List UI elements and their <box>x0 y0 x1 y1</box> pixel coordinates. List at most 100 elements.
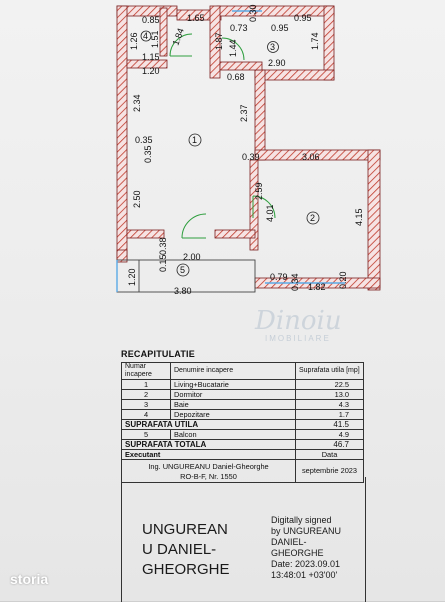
signature-name-line: U DANIEL- <box>142 541 217 558</box>
row-name: Baie <box>170 399 296 410</box>
balcony-name: Balcon <box>170 429 296 440</box>
row-name: Dormitor <box>170 389 296 400</box>
dim-015: 0.15 <box>158 254 168 272</box>
signature-name-line: GHEORGHE <box>142 561 230 578</box>
dim-top-030: 0.30 <box>248 4 258 22</box>
signature-area <box>121 477 366 602</box>
useful-area-row: SUPRAFATA UTILA 41.5 <box>121 419 364 430</box>
dim-184: 1.84 <box>170 27 185 47</box>
dim-120b: 1.20 <box>127 268 137 286</box>
digital-signature-line: Date: 2023.09.01 <box>271 559 341 569</box>
recap-row: 4 Depozitare 1.7 <box>121 409 364 420</box>
room-marker-2 <box>306 211 320 225</box>
dim-115: 1.15 <box>142 52 160 62</box>
room-markers <box>140 30 320 277</box>
recap-row: 1 Living+Bucatarie 22.5 <box>121 379 364 390</box>
useful-area-label: SUPRAFATA UTILA <box>121 419 296 430</box>
row-name: Depozitare <box>170 409 296 420</box>
dim-035b: 0.35 <box>143 145 153 163</box>
dim-073: 0.73 <box>230 23 248 33</box>
row-area: 13.0 <box>295 389 364 400</box>
dim-039: 0.39 <box>242 152 260 162</box>
room-number-4: 4 <box>143 31 148 41</box>
date-value: septembrie 2023 <box>295 459 364 483</box>
engineer-registry: RO-B-F, Nr. 1550 <box>180 472 237 481</box>
room-marker-3 <box>267 41 279 53</box>
header-number: Numar incapere <box>121 362 171 380</box>
date-label: Data <box>295 449 364 460</box>
executant-row: Executant Data <box>121 449 364 460</box>
useful-area-value: 41.5 <box>295 419 364 430</box>
dim-126: 1.26 <box>129 32 139 50</box>
digital-signature-line: Digitally signed <box>271 515 332 525</box>
doors <box>169 33 276 239</box>
dim-034: 0.34 <box>290 273 300 291</box>
room-numbers: 1 2 3 4 5 <box>143 31 315 275</box>
dim-079: 0.79 <box>270 272 288 282</box>
dim-290: 2.90 <box>268 58 286 68</box>
windows <box>116 10 345 292</box>
signature-name-line: UNGUREAN <box>142 521 228 538</box>
dim-151: 1.51 <box>150 30 160 48</box>
recap-row: 3 Baie 4.3 <box>121 399 364 410</box>
digital-signature-line: 13:48:01 +03'00' <box>271 570 338 580</box>
dim-250: 2.50 <box>132 190 142 208</box>
row-number: 3 <box>121 399 171 410</box>
agency-watermark-subtitle: IMOBILIARE <box>265 334 331 343</box>
dim-415: 4.15 <box>354 208 364 226</box>
dim-401: 4.01 <box>265 204 275 222</box>
digital-signature-line: DANIEL- <box>271 537 307 547</box>
dim-306: 3.06 <box>302 152 320 162</box>
balcony-area: 4.9 <box>295 429 364 440</box>
dim-068: 0.68 <box>227 72 245 82</box>
room-marker-5 <box>176 263 190 277</box>
dim-237: 2.37 <box>239 104 249 122</box>
digital-signature-text: Digitally signed by UNGUREANU DANIEL- GH… <box>271 515 366 581</box>
balcony-number: 5 <box>121 429 171 440</box>
dim-120a: 1.20 <box>142 66 160 76</box>
storia-logo: storia <box>10 571 49 587</box>
row-area: 22.5 <box>295 379 364 390</box>
dim-182: 1.82 <box>308 282 326 292</box>
dim-038: 0.38 <box>158 237 168 255</box>
dim-095b: 0.95 <box>271 23 289 33</box>
total-area-value: 46.7 <box>295 439 364 450</box>
row-area: 1.7 <box>295 409 364 420</box>
header-area: Suprafata utila [mp] <box>295 362 364 380</box>
dim-020: 0.20 <box>338 271 348 289</box>
total-area-label: SUPRAFATA TOTALA <box>121 439 296 450</box>
row-name: Living+Bucatarie <box>170 379 296 390</box>
row-number: 4 <box>121 409 171 420</box>
digital-signature-line: by UNGUREANU <box>271 526 342 536</box>
dim-top-165: 1.65 <box>187 13 205 23</box>
dim-144: 1.44 <box>228 39 238 57</box>
digital-signature-line: GHEORGHE <box>271 548 324 558</box>
agency-watermark-logo: Dinoiu <box>255 306 342 336</box>
room-number-2: 2 <box>310 213 315 223</box>
dim-174: 1.74 <box>310 32 320 50</box>
dim-200: 2.00 <box>183 252 201 262</box>
room-number-3: 3 <box>270 42 275 52</box>
recap-table: Numar incapere Denumire incapere Suprafa… <box>121 362 364 483</box>
dim-187: 1.87 <box>214 32 224 50</box>
row-number: 2 <box>121 389 171 400</box>
dim-234: 2.34 <box>132 94 142 112</box>
engineer-name: Ing. UNGUREANU Daniel-Gheorghe <box>148 462 269 471</box>
recap-title: RECAPITULATIE <box>121 349 195 359</box>
dim-380: 3.80 <box>174 286 192 296</box>
dim-top-085: 0.85 <box>142 15 160 25</box>
row-area: 4.3 <box>295 399 364 410</box>
recap-header-row: Numar incapere Denumire incapere Suprafa… <box>121 362 364 380</box>
engineer-row: Ing. UNGUREANU Daniel-Gheorghe RO-B-F, N… <box>121 459 364 483</box>
dim-top-095a: 0.95 <box>294 13 312 23</box>
row-number: 1 <box>121 379 171 390</box>
room-number-1: 1 <box>192 135 197 145</box>
executant-label: Executant <box>121 449 296 460</box>
dimension-labels: 0.85 1.65 0.30 0.95 1.26 1.51 1.84 1.87 … <box>127 4 364 296</box>
signature-name: UNGUREAN U DANIEL- GHEORGHE <box>142 520 230 580</box>
balcony-row: 5 Balcon 4.9 <box>121 429 364 440</box>
recap-row: 2 Dormitor 13.0 <box>121 389 364 400</box>
dim-259: 2.59 <box>254 182 264 200</box>
